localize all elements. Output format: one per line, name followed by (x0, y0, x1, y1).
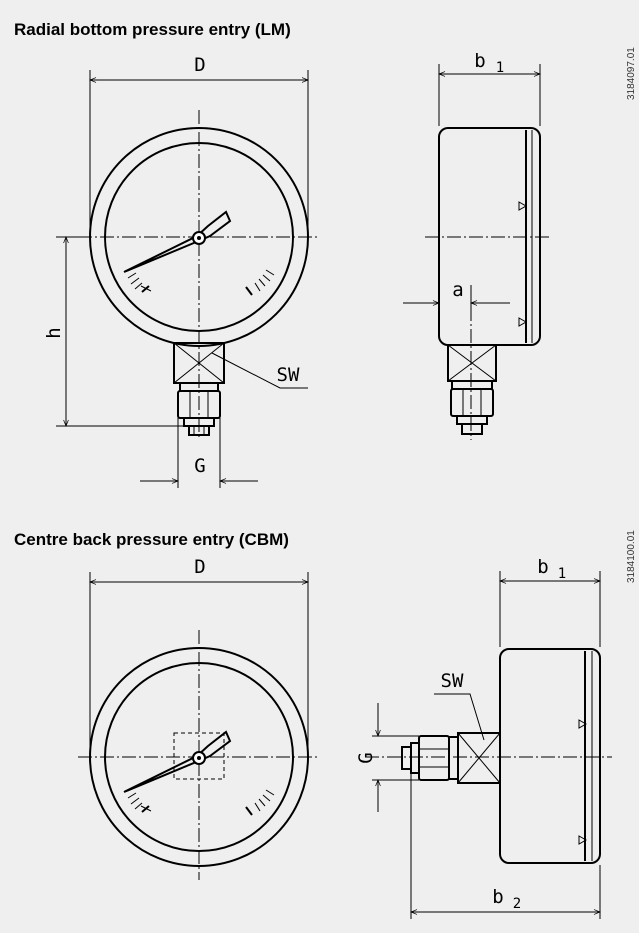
cbm-front-scale-left (124, 787, 152, 813)
cbm-side-label-b2: b (492, 886, 503, 908)
cbm-front-scale-right (245, 789, 275, 816)
cbm-side-thread-nut (418, 735, 450, 781)
lm-front-view: D h SW G (43, 54, 318, 488)
cbm-front-label-d: D (194, 556, 205, 578)
lm-front-pointer (123, 210, 232, 273)
lm-front-label-g: G (194, 455, 205, 477)
cbm-front-view: D (78, 556, 318, 880)
lm-front-label-d: D (194, 54, 205, 76)
lm-side-thread-nut (450, 388, 494, 417)
cbm-side-label-sw: SW (441, 670, 464, 692)
section-heading-lm: Radial bottom pressure entry (LM) (14, 20, 291, 39)
lm-side-label-b1: b (474, 50, 485, 72)
lm-side-label-b1-sub: 1 (496, 60, 504, 76)
cbm-side-label-g: G (355, 752, 377, 763)
lm-side-label-a: a (452, 279, 463, 301)
cbm-front-hidden-socket (173, 732, 225, 780)
lm-front-label-h: h (43, 327, 65, 338)
lm-front-scale-left (124, 267, 152, 293)
cbm-side-leader-sw (434, 693, 485, 741)
lm-side-thread-tip (461, 423, 483, 435)
cbm-side-thread-tip (401, 746, 412, 770)
lm-front-label-sw: SW (277, 364, 300, 386)
lm-side-view: b 1 a (403, 50, 550, 440)
cbm-front-pointer (123, 730, 232, 793)
cbm-side-label-b2-sub: 2 (513, 896, 521, 912)
cbm-side-label-b1: b (537, 556, 548, 578)
lm-front-leader-sw (211, 352, 308, 389)
cbm-side-label-b1-sub: 1 (558, 566, 566, 582)
cbm-side-view: G SW b 1 b 2 (355, 556, 612, 919)
lm-front-scale-right (245, 269, 275, 296)
lm-front-thread-tip (188, 425, 210, 436)
section-heading-cbm: Centre back pressure entry (CBM) (14, 530, 289, 549)
